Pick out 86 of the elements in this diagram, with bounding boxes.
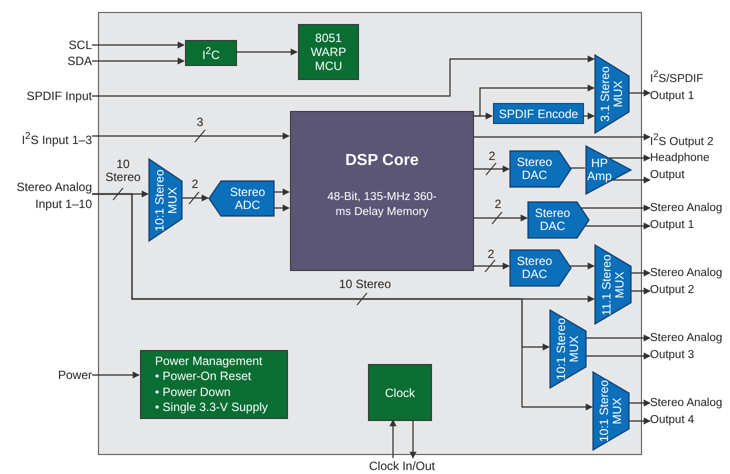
signal-label: SCL [40, 37, 92, 54]
signal-label: Stereo Analog Output 1 [650, 200, 730, 234]
signal-label: SDA [40, 53, 92, 70]
edge-label: 3 [196, 116, 204, 129]
block-label: I$^{2}$C [202, 44, 220, 62]
edge-label: 2 [486, 248, 496, 261]
block-title: DSP Core [345, 154, 419, 168]
arrow [473, 166, 510, 172]
arrow [92, 42, 185, 48]
amplifier-block [586, 146, 631, 194]
signal-label: Stereo Analog Input 1–10 [0, 179, 92, 213]
block-label: 3.1 Stereo MUX [597, 65, 626, 124]
mux-block [149, 159, 182, 241]
block-label: Stereo DAC [516, 253, 554, 283]
arrow [92, 58, 185, 64]
edge-label: 2 [488, 150, 496, 163]
signal-label: Power [40, 367, 92, 384]
arrow [92, 132, 290, 140]
block-label: Clock [384, 386, 415, 400]
block-label: SPDIF Encode [498, 106, 578, 120]
block-label: 11.1 Stereo MUX [598, 252, 627, 318]
block-label: 10:1 Stereo MUX [150, 168, 180, 234]
arrow [583, 112, 595, 120]
arrow [630, 288, 651, 294]
arrow [473, 262, 510, 270]
arrow [585, 334, 651, 342]
list-item: • Power-On Reset [155, 369, 252, 384]
arrow [92, 56, 595, 97]
block-label: Stereo DAC [534, 205, 572, 235]
arrow [473, 214, 528, 222]
mux-block [593, 372, 629, 450]
edge-label: 2 [190, 178, 200, 191]
arrow [181, 194, 209, 202]
signal-label: SPDIF Input [10, 88, 92, 105]
block-label: 10:1 Stereo MUX [596, 378, 625, 444]
chip-outline [98, 12, 642, 455]
arrow [473, 134, 651, 140]
arrow [473, 84, 595, 117]
dac-block [510, 151, 571, 187]
arrow [236, 48, 298, 56]
block-title: Power Management [155, 354, 262, 369]
arrow [92, 372, 140, 378]
list-item: • Single 3.3-V Supply [155, 400, 268, 416]
power-management-block [140, 350, 288, 419]
mux-block [595, 55, 629, 133]
arrow [570, 262, 595, 270]
signal-label: Stereo Analog Output 2 [650, 265, 730, 299]
signal-label: Clock In/Out [362, 458, 442, 474]
clock-block [368, 364, 432, 421]
arrow [92, 193, 593, 410]
arrow [581, 204, 651, 212]
edge-label: 2 [494, 198, 502, 211]
mux-block [595, 245, 631, 324]
block-label: Stereo ADC [228, 184, 266, 214]
encoder-block [493, 103, 584, 124]
arrow [628, 90, 651, 96]
signal-label: I$^{2}$S/SPDIF Output 1 [650, 66, 730, 100]
block-label: HP Amp [586, 156, 613, 184]
dac-block [528, 202, 589, 238]
dac-block [510, 250, 571, 286]
mux-block [550, 310, 586, 388]
arrow [410, 420, 416, 459]
block-label: Stereo DAC [516, 154, 554, 184]
signal-label: Stereo Analog Output 3 [650, 330, 730, 364]
interface-block [185, 40, 237, 66]
block-text: 48-Bit, 135-MHz 360-ms Delay Memory [326, 190, 438, 220]
mcu-block [298, 24, 359, 80]
edge-label: 10 Stereo [104, 158, 142, 184]
arrow [609, 154, 651, 162]
signal-label: Stereo Analog Output 4 [650, 395, 730, 429]
dsp-core-block [290, 111, 474, 271]
arrow [628, 400, 651, 406]
arrow [273, 188, 290, 196]
arrow [585, 352, 651, 360]
edge-label: 10 Stereo [338, 278, 392, 291]
arrow [630, 270, 651, 276]
block-label: 10:1 Stereo MUX [553, 316, 582, 382]
arrow [273, 204, 290, 212]
signal-label: I$^{2}$S Input 1–3 [5, 128, 92, 145]
adc-block [209, 181, 274, 216]
arrow [628, 418, 651, 424]
signal-label: I$^{2}$S Output 2 [650, 129, 730, 146]
block-label: 8051 WARP MCU [310, 31, 348, 73]
signal-label: Headphone Output [650, 150, 730, 184]
list-item: • Power Down [155, 384, 231, 400]
arrow [390, 419, 396, 458]
